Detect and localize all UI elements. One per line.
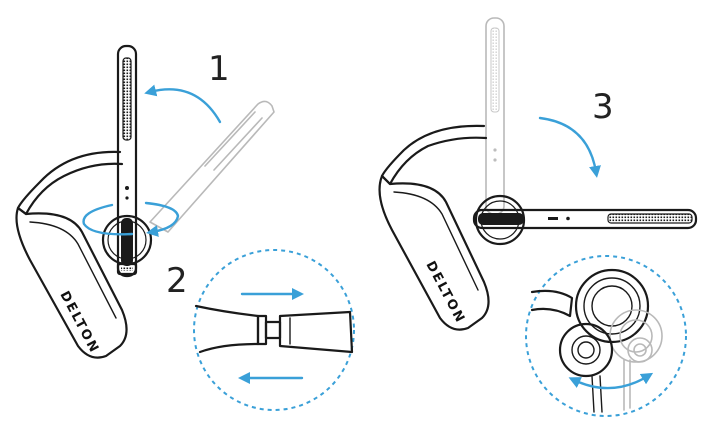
right-ghost-boom	[485, 17, 505, 215]
detail-eartip-circle	[525, 255, 687, 417]
spin-arrow	[82, 201, 180, 237]
right-ear-hook	[380, 124, 488, 186]
left-headset-body	[15, 206, 128, 359]
rotate-up-arrow	[144, 84, 222, 124]
eartip-rotate-arrow	[568, 372, 654, 390]
left-ear-hook	[16, 150, 124, 216]
step-1-label: 1	[208, 49, 230, 89]
right-headset-body	[378, 174, 490, 331]
right-boom	[472, 208, 698, 230]
step-3-label: 3	[592, 87, 614, 127]
left-ghost-boom	[149, 100, 275, 233]
rotate-down-arrow	[538, 116, 601, 178]
left-ear-piece	[101, 214, 153, 276]
right-brand-label: DELTON	[422, 259, 467, 327]
detail-hinge-circle	[193, 249, 355, 411]
left-boom	[116, 44, 138, 278]
step-2-label: 2	[166, 261, 188, 301]
